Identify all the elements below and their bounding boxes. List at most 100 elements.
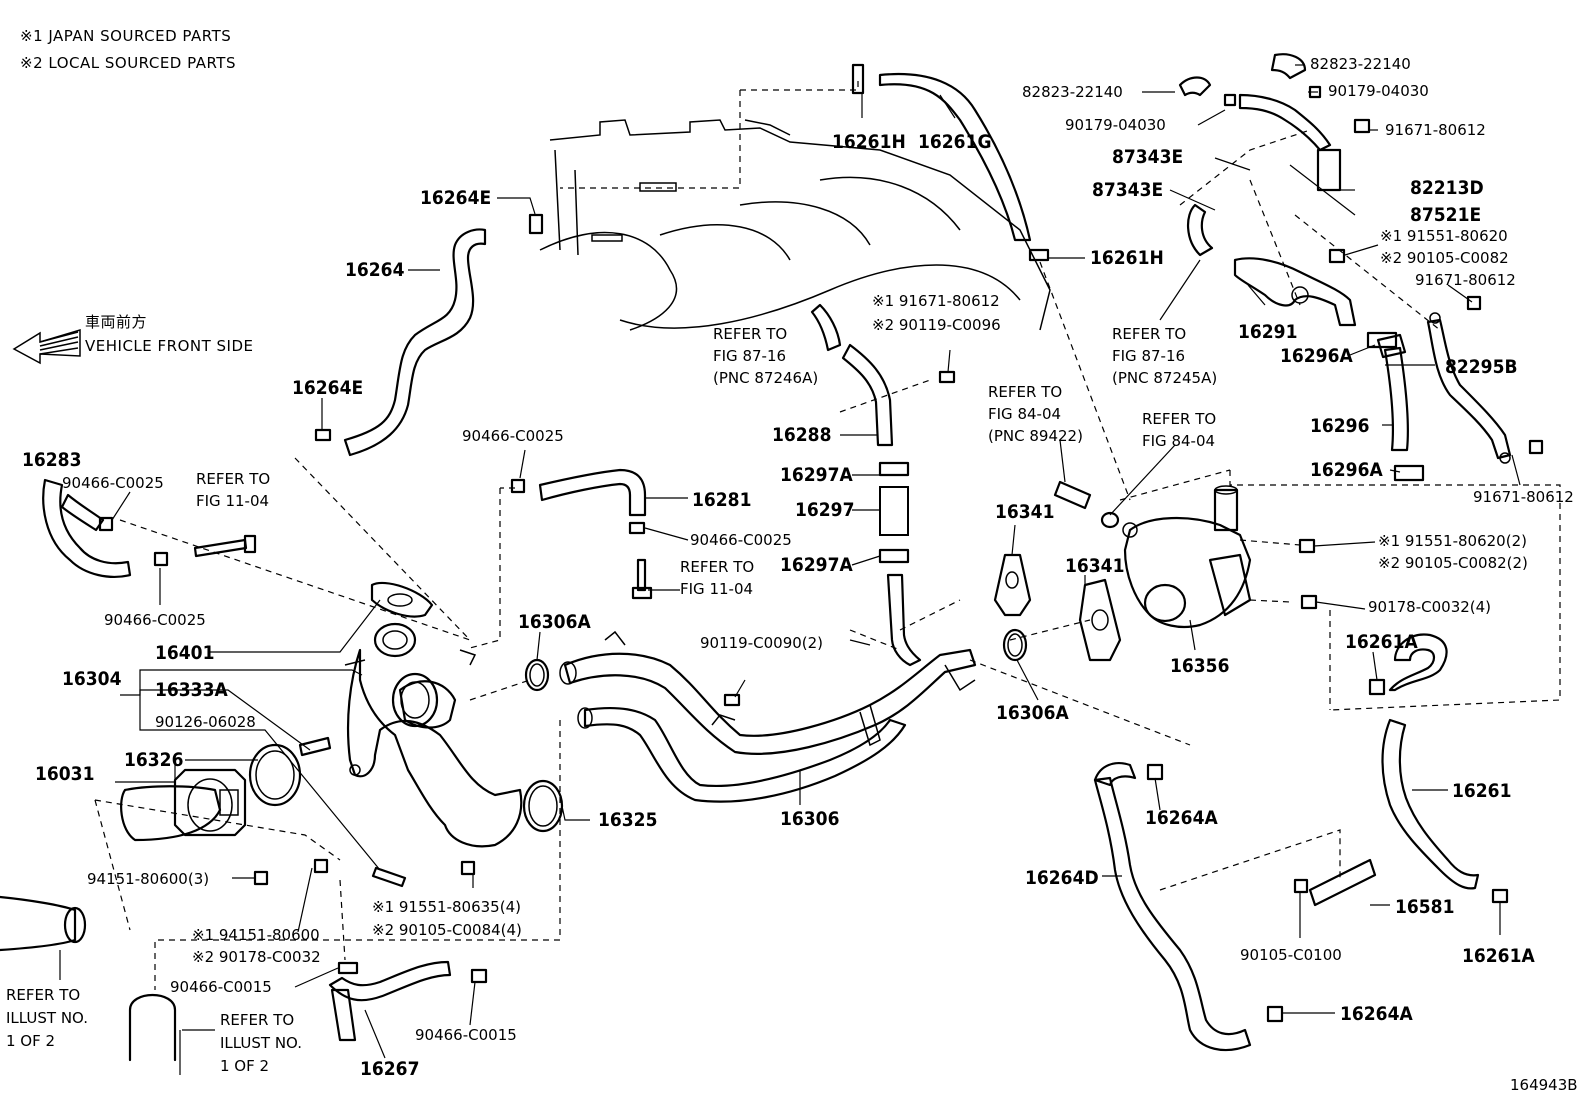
- refer-illus-b-2: ILLUST NO.: [220, 1034, 302, 1052]
- gasket-16341-b: [1078, 578, 1122, 662]
- label-90466-C0025-c: 90466-C0025: [462, 427, 564, 445]
- refer-fig-1104-b-2: FIG 11-04: [680, 580, 753, 598]
- refer-fig-8716-b-3: (PNC 87245A): [1112, 369, 1217, 387]
- radiator-cap-16401: [370, 581, 434, 618]
- hose-16281: [538, 468, 647, 517]
- label-16296: 16296: [1310, 415, 1369, 437]
- refer-illus-b-3: 1 OF 2: [220, 1057, 269, 1075]
- label-16264: 16264: [345, 259, 405, 281]
- refer-fig-8404-a-1: REFER TO: [988, 383, 1062, 401]
- hose-16297: [879, 486, 909, 536]
- refer-fig-8716-a-1: REFER TO: [713, 325, 787, 343]
- hose-16283: [42, 478, 132, 578]
- guide-lines: [94, 78, 1561, 990]
- label-90105-C0084-note2: ※2 90105-C0084(4): [372, 921, 522, 939]
- label-91551-80620-2-note1: ※1 91551-80620(2): [1378, 532, 1527, 550]
- front-label-en: VEHICLE FRONT SIDE: [85, 337, 254, 355]
- label-16356: 16356: [1170, 655, 1229, 677]
- stud-90126: [298, 736, 332, 757]
- refer-fig-8404-b-2: FIG 84-04: [1142, 432, 1215, 450]
- hose-16261: [1381, 633, 1480, 890]
- label-90466-C0025-a: 90466-C0025: [62, 474, 164, 492]
- label-16264E-left: 16264E: [292, 377, 363, 399]
- label-16297A-top: 16297A: [780, 464, 853, 486]
- label-82823-22140-b: 82823-22140: [1310, 55, 1411, 73]
- label-90178-C0032-note2: ※2 90178-C0032: [192, 948, 321, 966]
- label-90179-04030-b: 90179-04030: [1065, 116, 1166, 134]
- label-90466-C0015-b: 90466-C0015: [415, 1026, 517, 1044]
- gasket-16325: [522, 779, 564, 833]
- hose-16296: [1376, 333, 1409, 452]
- note-local-sourced: ※2 LOCAL SOURCED PARTS: [20, 54, 236, 72]
- gasket-16341-a: [993, 553, 1032, 617]
- label-16261: 16261: [1452, 780, 1511, 802]
- refer-illus-a-1: REFER TO: [6, 986, 80, 1004]
- label-90466-C0025-b: 90466-C0025: [104, 611, 206, 629]
- gasket-16326: [248, 743, 302, 807]
- bolt-icon: [193, 85, 1544, 894]
- label-91671-80612-a: 91671-80612: [1385, 121, 1486, 139]
- thermostat-16031: [120, 768, 247, 842]
- label-16264E-top: 16264E: [420, 187, 491, 209]
- label-16581: 16581: [1395, 896, 1454, 918]
- label-87343E-b: 87343E: [1092, 179, 1163, 201]
- label-16267: 16267: [360, 1058, 419, 1080]
- label-16261G: 16261G: [918, 131, 992, 153]
- label-94151-80600-3: 94151-80600(3): [87, 870, 209, 888]
- label-90466-C0015-a: 90466-C0015: [170, 978, 272, 996]
- refer-fig-8404-a-2: FIG 84-04: [988, 405, 1061, 423]
- hose-16261G: [878, 73, 1032, 242]
- refer-fig-8404-b-1: REFER TO: [1142, 410, 1216, 428]
- label-87521E: 87521E: [1410, 204, 1481, 226]
- pipe-vertical-16297: [886, 573, 922, 667]
- hose-87245A: [1187, 203, 1214, 257]
- refer-hose-bottom: [128, 993, 177, 1062]
- label-82295B: 82295B: [1445, 356, 1518, 378]
- refer-hose-left: [0, 895, 87, 952]
- label-16261H-top: 16261H: [832, 131, 906, 153]
- refer-fig-8716-b-1: REFER TO: [1112, 325, 1186, 343]
- label-91671-80612-b: 91671-80612: [1415, 271, 1516, 289]
- hose-16267: [328, 960, 452, 1042]
- label-90119-C0096-note2: ※2 90119-C0096: [872, 316, 1001, 334]
- label-16306A-left: 16306A: [518, 611, 591, 633]
- front-label-jp: 車両前方: [85, 313, 147, 331]
- label-91551-80620-note1: ※1 91551-80620: [1380, 227, 1508, 245]
- label-16264A-bottom: 16264A: [1340, 1003, 1413, 1025]
- label-16264A-top: 16264A: [1145, 807, 1218, 829]
- label-87343E-a: 87343E: [1112, 146, 1183, 168]
- label-90105-C0082-note2: ※2 90105-C0082: [1380, 249, 1509, 267]
- label-90126-06028: 90126-06028: [155, 713, 256, 731]
- label-94151-80600-note1: ※1 94151-80600: [192, 926, 320, 944]
- refer-illus-a-3: 1 OF 2: [6, 1032, 55, 1050]
- label-16281: 16281: [692, 489, 751, 511]
- label-91551-80635-note1: ※1 91551-80635(4): [372, 898, 521, 916]
- pipe-16291: [1233, 257, 1357, 327]
- sensor-89422: [1053, 480, 1120, 529]
- refer-fig-1104-a-2: FIG 11-04: [196, 492, 269, 510]
- refer-fig-1104-a-1: REFER TO: [196, 470, 270, 488]
- refer-illus-b-1: REFER TO: [220, 1011, 294, 1029]
- label-16264D: 16264D: [1025, 867, 1099, 889]
- label-16341-b: 16341: [1065, 555, 1124, 577]
- label-16031: 16031: [35, 763, 94, 785]
- leader-lines: [59, 64, 1521, 1075]
- water-outlet-housing: [344, 622, 523, 848]
- refer-illus-a-2: ILLUST NO.: [6, 1009, 88, 1027]
- label-16325: 16325: [598, 809, 657, 831]
- label-16304: 16304: [62, 668, 122, 690]
- sensor-82213D: [1238, 93, 1342, 192]
- label-91671-80612-c: 91671-80612: [1473, 488, 1574, 506]
- label-16296A-bottom: 16296A: [1310, 459, 1383, 481]
- label-16341-a: 16341: [995, 501, 1054, 523]
- clamp-icon: [98, 63, 1509, 1023]
- label-16401: 16401: [155, 642, 214, 664]
- water-inlet-16356: [1122, 485, 1252, 629]
- label-90119-C0090: 90119-C0090(2): [700, 634, 823, 652]
- label-16306A-right: 16306A: [996, 702, 1069, 724]
- hose-16264: [343, 228, 487, 457]
- label-16261H-mid: 16261H: [1090, 247, 1164, 269]
- label-90179-04030-a: 90179-04030: [1328, 82, 1429, 100]
- refer-fig-8716-b-2: FIG 87-16: [1112, 347, 1185, 365]
